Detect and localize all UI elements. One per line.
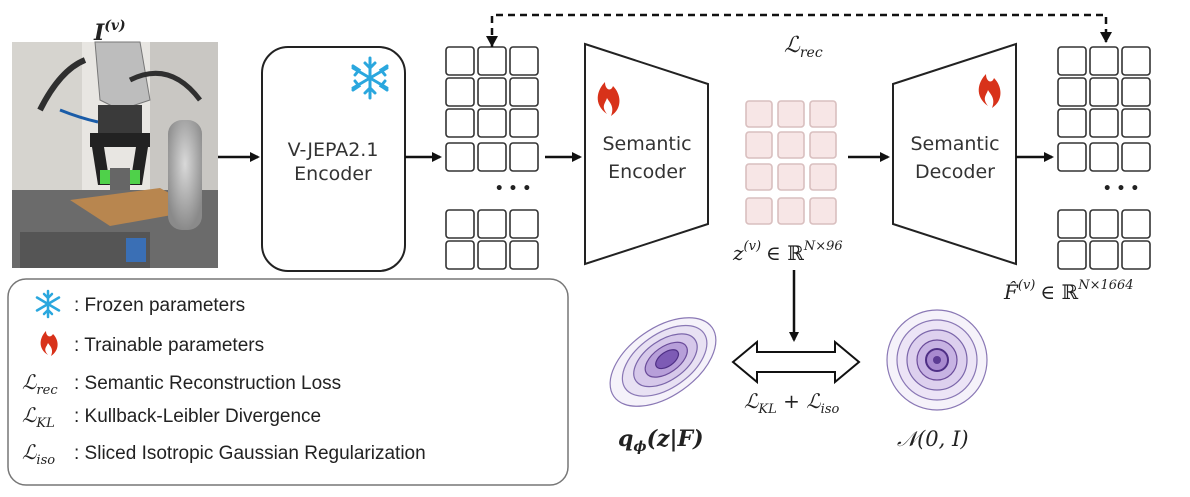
- legend-trainable-text: : Trainable parameters: [74, 335, 264, 356]
- semantic-encoder-label-line2: Encoder: [608, 161, 686, 183]
- latent-token-cell: [777, 163, 805, 191]
- latent-token-cell: [809, 100, 837, 128]
- reconstructed-token-cell: [1057, 46, 1087, 76]
- posterior-label: qϕ(z|F): [618, 426, 704, 455]
- reconstructed-token-cell: [1121, 108, 1151, 138]
- feature-token-cell: [477, 209, 507, 239]
- reconstructed-token-cell: [1121, 142, 1151, 172]
- latent-token-cell: [809, 197, 837, 225]
- feature-grid-ellipsis: • • •: [495, 181, 532, 197]
- feature-token-cell: [477, 77, 507, 107]
- feature-token-cell: [509, 46, 539, 76]
- prior-label: 𝒩(0, I): [897, 427, 969, 451]
- posterior-contour-plot: [609, 317, 717, 407]
- reconstructed-grid-ellipsis: • • •: [1103, 181, 1140, 197]
- feature-token-cell: [509, 108, 539, 138]
- latent-token-cell: [777, 197, 805, 225]
- snowflake-icon: [351, 56, 389, 100]
- reconstructed-token-cell: [1089, 142, 1119, 172]
- vjepa-encoder-box: [261, 46, 406, 272]
- reconstructed-token-cell: [1057, 142, 1087, 172]
- legend-iso-text: : Sliced Isotropic Gaussian Regularizati…: [74, 443, 426, 464]
- reconstructed-token-cell: [1057, 209, 1087, 239]
- robot-gripper-image: [12, 41, 218, 268]
- legend-frozen-text: : Frozen parameters: [74, 295, 245, 316]
- feature-token-cell: [509, 142, 539, 172]
- reconstructed-token-cell: [1089, 209, 1119, 239]
- feature-token-cell: [445, 209, 475, 239]
- feature-token-cell: [445, 77, 475, 107]
- feature-token-cell: [477, 240, 507, 270]
- reconstructed-token-cell: [1121, 209, 1151, 239]
- semantic-decoder-label-line2: Decoder: [915, 161, 995, 183]
- reconstruction-loss-arrowhead-right: [1100, 32, 1112, 43]
- feature-token-cell: [509, 209, 539, 239]
- reconstruction-loss-arrowhead-left: [486, 36, 498, 47]
- reconstructed-token-cell: [1057, 108, 1087, 138]
- feature-token-grid: [445, 46, 539, 270]
- feature-token-cell: [509, 240, 539, 270]
- feature-token-cell: [445, 46, 475, 76]
- legend-snowflake-icon: [35, 289, 61, 319]
- reconstructed-token-cell: [1089, 108, 1119, 138]
- reconstructed-token-grid: [1057, 46, 1151, 270]
- kl-iso-loss-label: ℒKL + ℒiso: [744, 389, 839, 417]
- latent-token-cell: [745, 131, 773, 159]
- reconstruction-dimension-label: F̂(v)∈ ℝN×1664: [1003, 278, 1134, 304]
- latent-token-cell: [809, 131, 837, 159]
- reconstructed-token-cell: [1121, 46, 1151, 76]
- latent-token-cell: [809, 163, 837, 191]
- prior-contour-plot: [886, 309, 988, 411]
- reconstructed-token-cell: [1089, 77, 1119, 107]
- legend-kl-text: : Kullback-Leibler Divergence: [74, 406, 321, 427]
- reconstructed-token-cell: [1089, 46, 1119, 76]
- semantic-decoder-label-line1: Semantic: [910, 133, 999, 155]
- reconstructed-token-cell: [1057, 240, 1087, 270]
- flame-icon: [597, 82, 620, 116]
- feature-token-cell: [477, 46, 507, 76]
- latent-token-cell: [745, 197, 773, 225]
- vjepa-encoder-label-line2: Encoder: [294, 163, 372, 185]
- reconstruction-loss-label: ℒrec: [784, 33, 823, 61]
- reconstructed-token-cell: [1121, 77, 1151, 107]
- input-label: I(v): [93, 18, 126, 46]
- feature-token-cell: [445, 142, 475, 172]
- latent-dimension-label: z(v)∈ ℝN×96: [732, 239, 843, 265]
- legend-rec-text: : Semantic Reconstruction Loss: [74, 373, 341, 394]
- latent-token-cell: [777, 131, 805, 159]
- latent-token-cell: [745, 100, 773, 128]
- flame-icon: [978, 74, 1001, 108]
- feature-token-cell: [477, 142, 507, 172]
- vjepa-encoder-label-line1: V-JEPA2.1: [288, 139, 379, 161]
- feature-token-cell: [477, 108, 507, 138]
- legend-box: [7, 278, 569, 486]
- reconstruction-loss-connector: [490, 13, 1108, 47]
- kl-iso-double-arrow: [731, 339, 861, 385]
- semantic-encoder-label-line1: Semantic: [602, 133, 691, 155]
- feature-token-cell: [509, 77, 539, 107]
- feature-token-cell: [445, 240, 475, 270]
- latent-token-cell: [745, 163, 773, 191]
- semantic-decoder-block: [892, 42, 1017, 266]
- legend-flame-icon: [40, 331, 58, 356]
- latent-token-grid: [745, 100, 837, 225]
- reconstructed-token-cell: [1057, 77, 1087, 107]
- reconstructed-token-cell: [1121, 240, 1151, 270]
- latent-token-cell: [777, 100, 805, 128]
- reconstructed-token-cell: [1089, 240, 1119, 270]
- feature-token-cell: [445, 108, 475, 138]
